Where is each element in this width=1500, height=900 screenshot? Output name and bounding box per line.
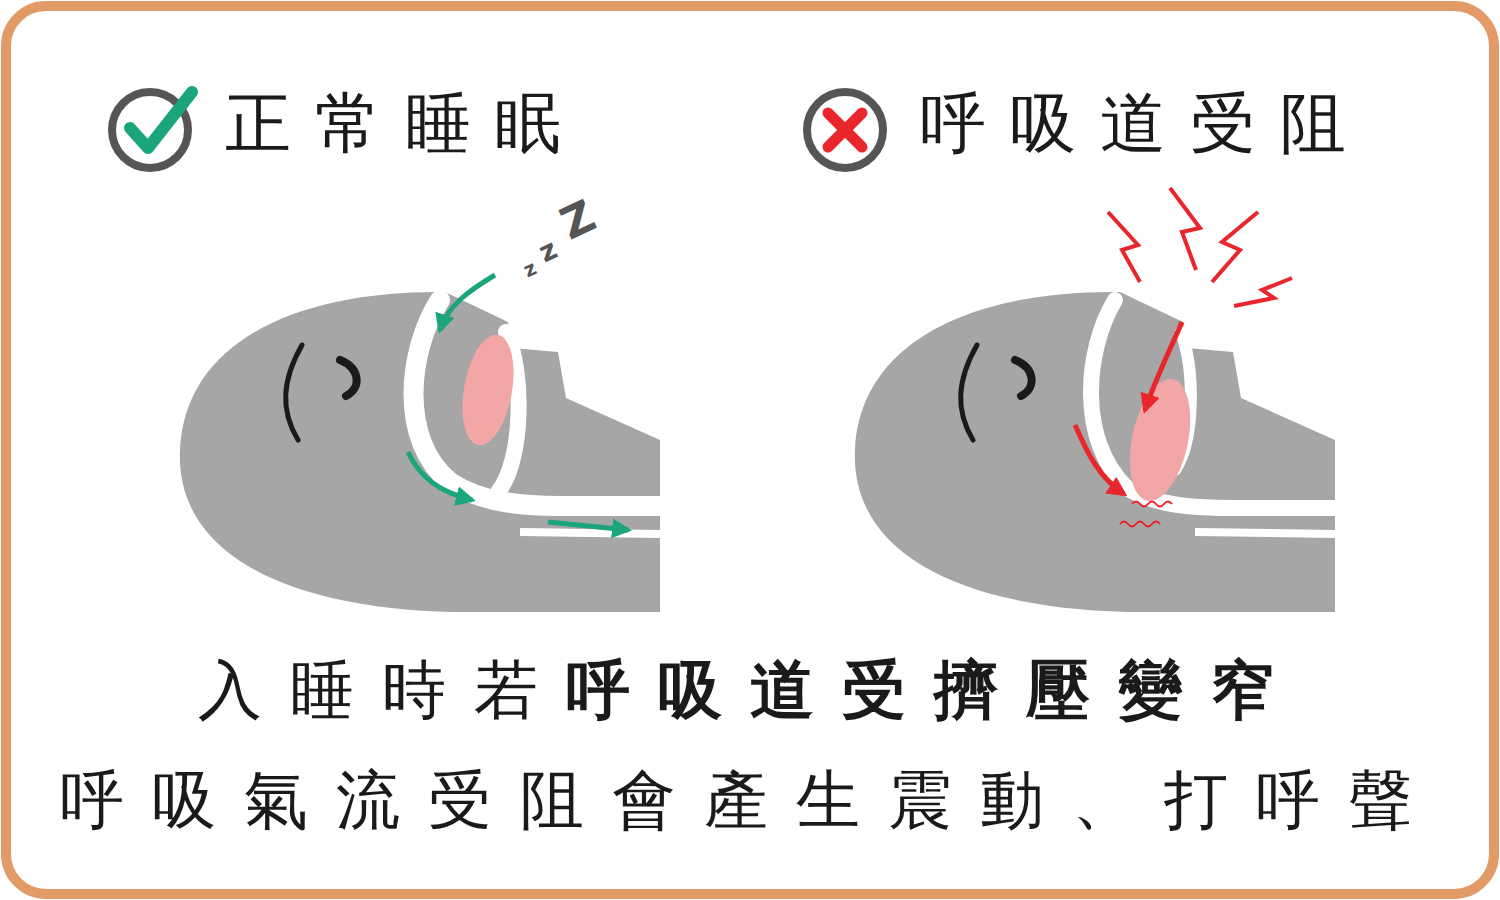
- section-heading: 正常睡眠: [225, 88, 585, 161]
- card-border: [6, 6, 1494, 894]
- blocked-head: [855, 188, 1335, 612]
- caption-text: 入睡時若: [198, 653, 566, 727]
- normal-head: [180, 275, 660, 612]
- caption-text: 呼吸氣流受阻會產生震動、打呼聲: [60, 763, 1440, 837]
- section-heading: 呼吸道受阻: [920, 88, 1370, 161]
- caption-emphasis: 呼吸道受擠壓變窄: [566, 653, 1302, 727]
- caption-line: 呼吸氣流受阻會產生震動、打呼聲: [0, 765, 1500, 835]
- check-icon: [112, 92, 192, 168]
- cross-icon: [807, 92, 883, 168]
- caption-line: 入睡時若呼吸道受擠壓變窄: [0, 655, 1500, 725]
